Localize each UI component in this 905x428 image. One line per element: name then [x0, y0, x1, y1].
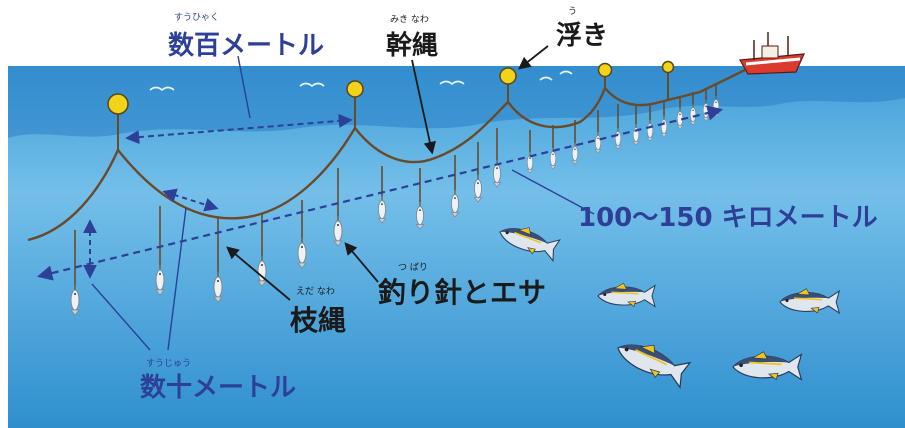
label-float: 浮き	[556, 21, 608, 51]
float-4	[597, 62, 613, 78]
float-2	[346, 80, 364, 98]
label-hooks-bait: 釣り針とエサ	[378, 276, 546, 309]
label-main-line-ruby: みき なわ	[390, 14, 429, 25]
float-3	[499, 67, 517, 85]
hundreds-m-arrow	[125, 113, 353, 145]
label-main-line: 幹縄	[386, 30, 438, 61]
label-hundreds-m: 数百メートル	[168, 31, 324, 61]
label-hundreds-m-ruby: すうひゃく	[174, 12, 219, 23]
label-tens-m-ruby: すうじゅう	[146, 358, 191, 369]
label-branch-line-ruby: えだ なわ	[296, 286, 335, 297]
float-5	[661, 60, 675, 74]
fishing-boat	[739, 32, 805, 75]
label-branch-line: 枝縄	[290, 304, 346, 337]
length-arrow	[37, 105, 723, 281]
label-tens-m: 数十メートル	[140, 373, 296, 403]
label-float-ruby: う	[568, 6, 577, 17]
float-1	[107, 93, 129, 115]
label-hooks-bait-ruby: つ ばり	[398, 262, 428, 273]
label-length: 100〜150 キロメートル	[578, 203, 878, 233]
leader-lines	[91, 45, 595, 351]
wave-marks	[149, 70, 573, 92]
